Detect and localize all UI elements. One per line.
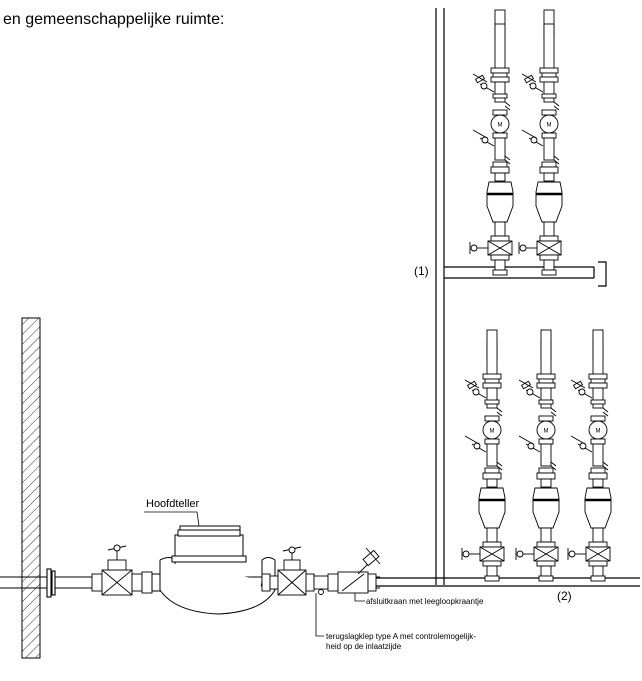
- page-heading: en gemeenschappelijke ruimte:: [3, 11, 224, 28]
- floor-slab-1: [444, 261, 607, 287]
- shutoff-valve-label: afsluitkraan met leegloopkraantje: [366, 597, 484, 606]
- check-valve-label-line-2: heid op de inlaatzijde: [326, 642, 402, 651]
- main-meter-label: Hoofdteller: [146, 498, 200, 510]
- upper-riser-2: [517, 9, 564, 277]
- check-valve: [313, 573, 339, 595]
- leader-lines: [315, 593, 365, 637]
- lower-riser-3: [566, 328, 613, 583]
- reference-label-2: (2): [557, 589, 572, 603]
- lower-riser-1: [460, 328, 507, 583]
- reference-label-1: (1): [414, 264, 429, 278]
- inlet-valve: [91, 544, 153, 596]
- main-water-meter: [151, 525, 276, 615]
- shutoff-valve: [337, 547, 381, 594]
- wall-hatch: [21, 317, 41, 659]
- upper-riser-1: [468, 9, 515, 277]
- lower-riser-2: [514, 328, 561, 583]
- check-valve-label-line-1: terugslagklep type A met controlemogelij…: [326, 632, 476, 641]
- outlet-valve: [261, 546, 315, 596]
